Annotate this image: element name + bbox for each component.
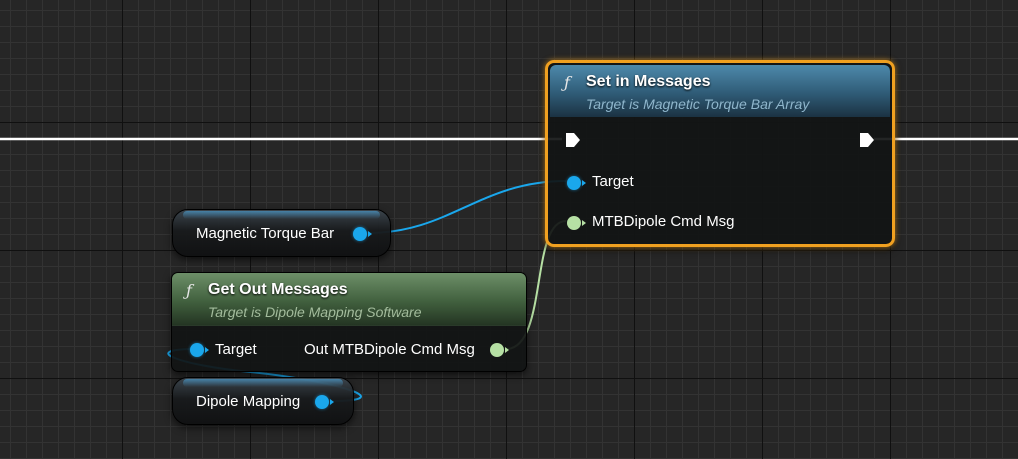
set-node-header[interactable]: ƒ Set in Messages Target is Magnetic Tor… <box>550 65 890 117</box>
function-icon: ƒ <box>186 281 192 300</box>
magnetic-pin-arrow <box>368 231 372 237</box>
node-subtitle: Target is Magnetic Torque Bar Array <box>586 96 810 112</box>
dipole-mapping-variable[interactable]: Dipole Mapping <box>172 377 354 425</box>
node-title: Get Out Messages <box>208 281 348 298</box>
node-title: Set in Messages <box>586 73 711 90</box>
msg-pin-label: MTBDipole Cmd Msg <box>592 213 735 230</box>
target-input-pin[interactable] <box>567 176 581 190</box>
exec-out-pin[interactable] <box>859 132 875 148</box>
exec-in-pin[interactable] <box>565 132 581 148</box>
node-subtitle: Target is Dipole Mapping Software <box>208 304 422 320</box>
out-msg-pin-label: Out MTBDipole Cmd Msg <box>304 341 475 358</box>
out-msg-output-pin[interactable] <box>490 343 504 357</box>
dipole-pin-arrow <box>330 399 334 405</box>
get-target-input-pin[interactable] <box>190 343 204 357</box>
msg-input-pin[interactable] <box>567 216 581 230</box>
target-pin-arrow <box>582 180 586 186</box>
set-in-messages-node[interactable]: ƒ Set in Messages Target is Magnetic Tor… <box>545 60 895 247</box>
get-target-pin-label: Target <box>215 341 257 358</box>
function-icon: ƒ <box>564 73 570 92</box>
wire-magnetic-to-target <box>367 180 567 234</box>
msg-pin-arrow <box>582 220 586 226</box>
get-target-pin-arrow <box>205 347 209 353</box>
dipole-output-pin[interactable] <box>315 395 329 409</box>
magnetic-torque-bar-variable[interactable]: Magnetic Torque Bar <box>172 209 391 257</box>
get-out-messages-node[interactable]: ƒ Get Out Messages Target is Dipole Mapp… <box>171 272 527 372</box>
variable-label: Dipole Mapping <box>196 393 301 410</box>
variable-label: Magnetic Torque Bar <box>196 225 335 242</box>
target-pin-label: Target <box>592 173 634 190</box>
out-msg-pin-arrow <box>505 347 509 353</box>
magnetic-output-pin[interactable] <box>353 227 367 241</box>
get-node-header[interactable]: ƒ Get Out Messages Target is Dipole Mapp… <box>172 273 526 326</box>
